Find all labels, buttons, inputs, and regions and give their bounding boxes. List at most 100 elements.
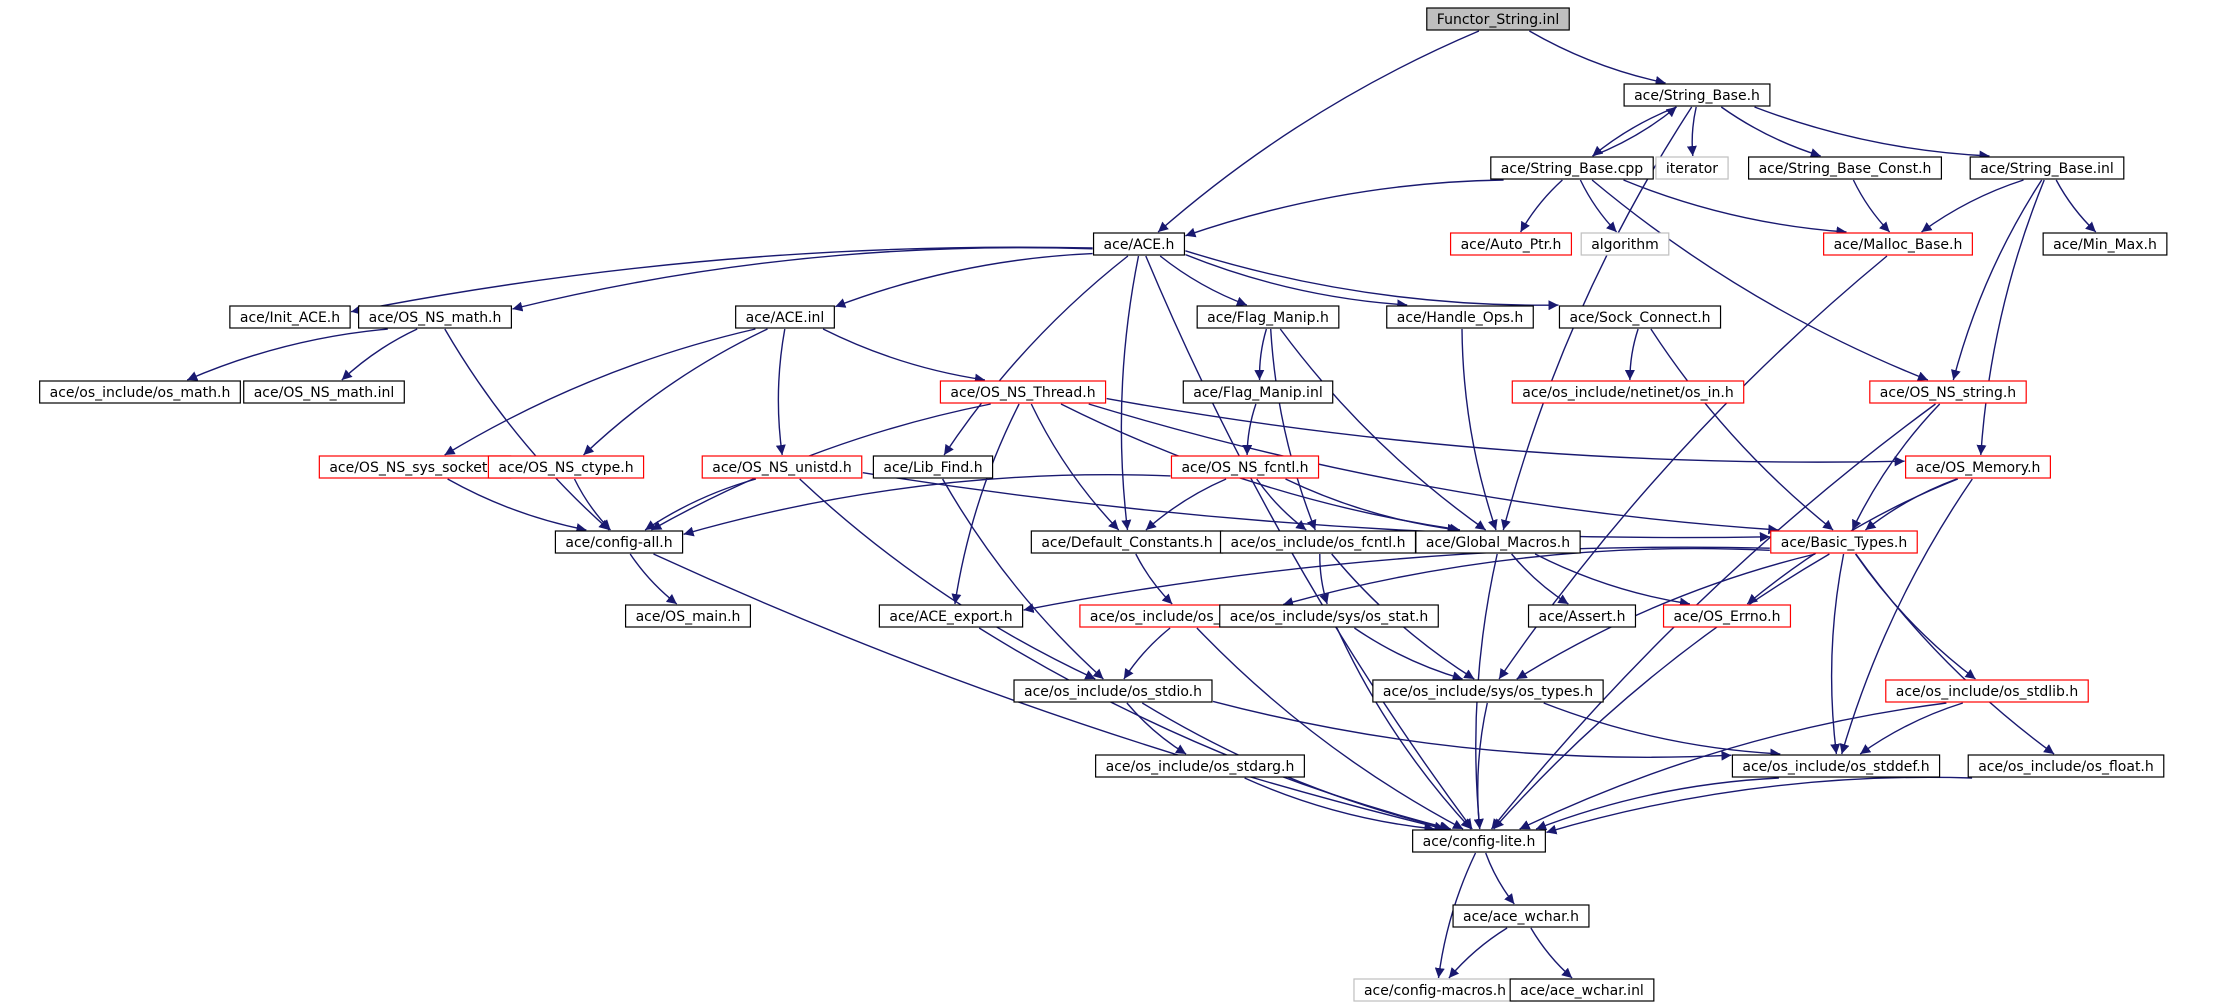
node-box xyxy=(487,455,645,479)
node-os-ns-sys-socket: ace/OS_NS_sys_socket.h xyxy=(318,455,512,479)
node-ace-wchar: ace/ace_wchar.h xyxy=(1452,904,1590,928)
edge-os-types-to-os-stddef xyxy=(1543,702,1781,759)
node-box xyxy=(1412,829,1546,853)
node-auto-ptr: ace/Auto_Ptr.h xyxy=(1449,232,1573,256)
node-box xyxy=(1511,380,1745,404)
node-label: ace/String_Base_Const.h xyxy=(1759,161,1932,177)
node-label: ace/OS_NS_ctype.h xyxy=(498,460,633,476)
node-box xyxy=(1426,7,1570,31)
edge-ace-h-to-default-constants xyxy=(1120,255,1140,531)
node-config-all: ace/config-all.h xyxy=(554,530,684,554)
node-box xyxy=(2042,232,2168,256)
node-label: ace/OS_Errno.h xyxy=(1674,609,1781,625)
node-box xyxy=(1386,305,1534,329)
edge-os-ns-thread-to-default-constants xyxy=(1030,403,1120,531)
node-label: ace/Auto_Ptr.h xyxy=(1461,237,1562,253)
node-os-stdarg: ace/os_include/os_stdarg.h xyxy=(1095,754,1305,778)
edge-ace-inl-to-os-ns-sys-socket xyxy=(444,328,756,456)
edge-flag-manip-to-flag-manip-inl xyxy=(1254,328,1268,381)
node-os-stat: ace/os_include/sys/os_stat.h xyxy=(1219,604,1439,628)
node-label: ace/config-lite.h xyxy=(1423,834,1536,850)
node-label: ace/os_include/netinet/os_in.h xyxy=(1522,385,1733,401)
edge-os-memory-to-basic-types xyxy=(1864,478,1957,531)
node-label: ace/config-macros.h xyxy=(1364,983,1506,999)
edge-os-ns-math-to-os-math xyxy=(186,328,388,381)
edge-os-ns-thread-to-ace-export xyxy=(951,403,1020,605)
node-os-errno: ace/OS_Errno.h xyxy=(1662,604,1792,628)
node-os-ns-thread: ace/OS_NS_Thread.h xyxy=(939,380,1107,404)
node-label: ace/OS_NS_unistd.h xyxy=(712,460,852,476)
node-box xyxy=(1490,156,1654,180)
edge-string-base-h-to-string-base-cpp xyxy=(1592,106,1677,157)
node-label: ace/os_include/os_stdio.h xyxy=(1024,684,1202,700)
edge-os-stdarg-to-config-lite xyxy=(1244,777,1435,833)
edge-basic-types-to-config-lite xyxy=(1493,553,1830,830)
node-box xyxy=(1219,604,1439,628)
edge-os-stdio-to-os-stdarg xyxy=(1126,702,1187,755)
node-label: ace/Handle_Ops.h xyxy=(1397,310,1524,326)
node-label: ace/Sock_Connect.h xyxy=(1569,310,1710,326)
node-box xyxy=(872,455,994,479)
edge-ace-h-to-flag-manip xyxy=(1159,255,1248,307)
node-box xyxy=(1731,754,1941,778)
node-label: ace/Flag_Manip.h xyxy=(1207,310,1329,326)
edge-os-ns-fcntl-to-global-macros xyxy=(1285,478,1458,534)
node-box xyxy=(701,455,863,479)
edge-string-base-cpp-to-malloc-base xyxy=(1623,179,1847,237)
edge-ace-h-to-sock-connect xyxy=(1185,250,1559,311)
edge-lib-find-to-os-stdio xyxy=(941,478,1104,680)
node-label: ace/os_include/sys/os_types.h xyxy=(1383,684,1593,700)
node-flag-manip: ace/Flag_Manip.h xyxy=(1196,305,1340,329)
node-string-base-h: ace/String_Base.h xyxy=(1623,83,1771,107)
edge-ace-wchar-to-config-macros xyxy=(1448,927,1508,979)
edge-os-stdlib-to-os-stddef xyxy=(1859,702,1964,755)
edge-os-stat-to-config-lite xyxy=(1336,627,1472,830)
node-basic-types: ace/Basic_Types.h xyxy=(1770,530,1918,554)
node-init-ace: ace/Init_ACE.h xyxy=(229,305,351,329)
node-flag-manip-inl: ace/Flag_Manip.inl xyxy=(1182,380,1334,404)
node-label: ace/OS_NS_Thread.h xyxy=(950,385,1095,401)
node-label: ace/os_include/os_fcntl.h xyxy=(1231,535,1406,551)
node-ace-inl: ace/ACE.inl xyxy=(735,305,835,329)
node-os-ns-math: ace/OS_NS_math.h xyxy=(358,305,512,329)
edge-string-base-h-to-iterator xyxy=(1686,106,1697,157)
node-box xyxy=(1092,232,1186,256)
node-box xyxy=(1196,305,1340,329)
node-label: ace/ace_wchar.h xyxy=(1463,909,1579,925)
node-box xyxy=(1527,604,1637,628)
node-box xyxy=(1509,978,1655,1002)
node-os-stddef: ace/os_include/os_stddef.h xyxy=(1731,754,1941,778)
node-label: ace/ACE_export.h xyxy=(889,609,1012,625)
node-os-math: ace/os_include/os_math.h xyxy=(39,380,241,404)
node-os-memory: ace/OS_Memory.h xyxy=(1905,455,2051,479)
node-box xyxy=(229,305,351,329)
node-box xyxy=(1823,232,1973,256)
edge-basic-types-to-os-limits xyxy=(1282,547,1770,607)
node-box xyxy=(1415,530,1581,554)
node-label: ace/Flag_Manip.inl xyxy=(1193,385,1322,401)
node-box xyxy=(1182,380,1334,404)
edge-os-stddef-to-config-lite xyxy=(1535,777,1779,831)
edge-string-base-inl-to-os-memory xyxy=(1976,179,2045,456)
node-label: ace/config-all.h xyxy=(565,535,672,551)
edge-sock-connect-to-basic-types xyxy=(1650,328,1834,531)
edge-ace-inl-to-os-ns-unistd xyxy=(775,328,786,456)
node-label: ace/Min_Max.h xyxy=(2053,237,2157,253)
node-box xyxy=(1013,679,1213,703)
node-os-ns-math-inl: ace/OS_NS_math.inl xyxy=(243,380,405,404)
node-box xyxy=(1449,232,1573,256)
node-box xyxy=(1452,904,1590,928)
edge-ace-export-to-config-lite xyxy=(978,627,1451,832)
node-box xyxy=(358,305,512,329)
edge-string-base-inl-to-min-max xyxy=(2055,179,2097,233)
node-string-base-cpp: ace/String_Base.cpp xyxy=(1490,156,1654,180)
node-lib-find: ace/Lib_Find.h xyxy=(872,455,994,479)
edge-string-base-const-to-malloc-base xyxy=(1852,179,1891,233)
node-box xyxy=(1558,305,1722,329)
edge-os-fcntl-to-os-stat xyxy=(1319,553,1329,605)
node-ace-export: ace/ACE_export.h xyxy=(878,604,1024,628)
edge-default-constants-to-os-limits xyxy=(1135,553,1173,605)
node-config-lite: ace/config-lite.h xyxy=(1412,829,1546,853)
node-label: ace/Lib_Find.h xyxy=(883,460,982,476)
edge-ace-h-to-lib-find xyxy=(943,255,1129,456)
